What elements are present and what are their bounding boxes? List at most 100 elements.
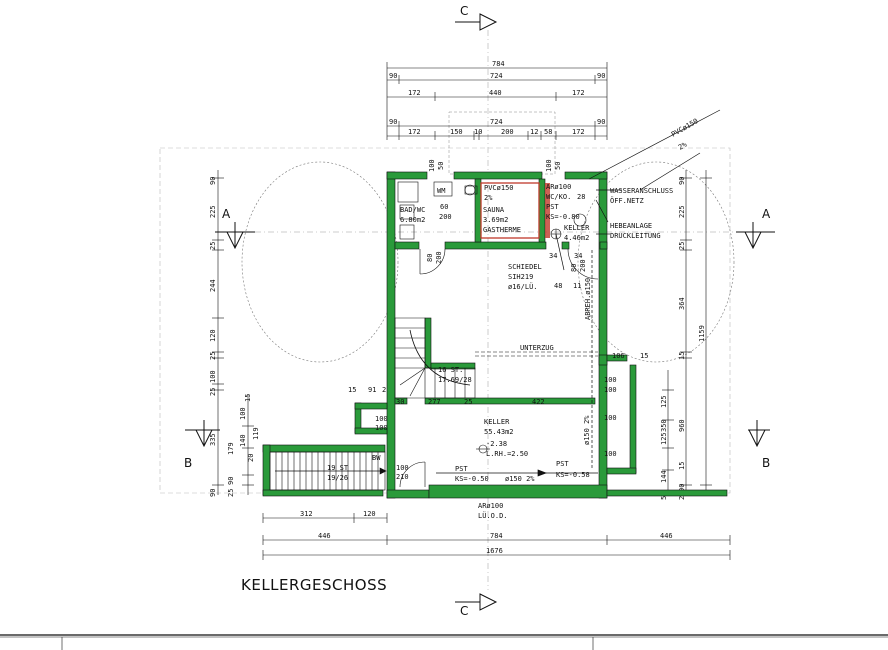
dim-left-7: 25 (209, 388, 217, 396)
label-d100i: 100 (604, 450, 617, 458)
room-keller-small-name: KELLER (564, 224, 590, 232)
room-keller-main-area: 55.43m2 (484, 428, 514, 436)
dim-top-r5-f: 58 (544, 128, 552, 136)
dim-left-s2: 140 (239, 434, 247, 447)
label-d200b: 200 (435, 251, 443, 264)
room-bad-area: 6.80m2 (400, 216, 425, 224)
section-b-left-label: B (184, 456, 192, 470)
dim-left-s1: 15 (244, 394, 252, 402)
section-c-top: C (455, 4, 498, 31)
dim-right-14: 90 (678, 484, 686, 492)
label-d25: 25 (464, 398, 472, 406)
room-keller-small-area: 4.46m2 (564, 234, 589, 242)
dim-top-r5-c: 10 (474, 128, 482, 136)
label-d60: 60 (440, 203, 448, 211)
dim-top-r5-e: 12 (530, 128, 538, 136)
dim-bot-r2-b: 784 (490, 532, 503, 540)
label-d50a: 50 (437, 162, 445, 170)
section-a-left: A (215, 207, 255, 250)
room-keller-main-name: KELLER (484, 418, 510, 426)
label-ks-right: KS=-0.58 (556, 471, 590, 479)
section-a-right-label: A (762, 207, 771, 221)
room-bad-name: BAD/WC (400, 206, 425, 214)
dim-left-0: 90 (209, 177, 217, 185)
label-pvc-top: PVCø150 (670, 117, 700, 139)
label-pvc-inner-slope: 2% (484, 194, 493, 202)
label-d50b: 50 (554, 162, 562, 170)
pipes (436, 109, 721, 477)
dim-top-r4-a: 90 (389, 118, 397, 126)
label-d100g: 100 (604, 386, 617, 394)
dim-bot-total: 1676 (486, 547, 503, 555)
label-d200c: 200 (579, 259, 587, 272)
dim-right-0: 90 (678, 177, 686, 185)
dim-right-4: 15 (678, 352, 686, 360)
dim-left-3: 244 (209, 279, 217, 292)
label-abreh: ABREH.ø150 (584, 278, 592, 320)
inner-stairs (394, 317, 476, 399)
label-ks-top: KS=-0.80 (546, 213, 580, 221)
dim-top-r3-b: 440 (489, 89, 502, 97)
dim-left-5: 25 (209, 352, 217, 360)
label-d100f: 100 (604, 376, 617, 384)
annotations: WM PVCø150 2% PVCø150 2% ARø100 WC/KO. 2… (327, 117, 700, 520)
label-d34: 34 (549, 252, 557, 260)
bottom-dimension-chain (262, 513, 731, 560)
label-bw: BW (372, 454, 381, 462)
label-wm: WM (437, 187, 445, 195)
label-d200: 200 (439, 213, 452, 221)
dim-left-10: 90 (227, 477, 235, 485)
dim-top-r4-b: 724 (490, 118, 503, 126)
label-d100d: 100 (375, 424, 388, 432)
label-stairs-in: 16 ST. (438, 366, 463, 374)
dim-bot-r1-b: 120 (363, 510, 376, 518)
walls (262, 171, 728, 499)
label-d34b: 34 (574, 252, 582, 260)
label-d100h: 100 (604, 414, 617, 422)
dim-right-9: 125 (660, 432, 668, 445)
label-d30: 30 (396, 398, 404, 406)
label-stairs-in2: 17.69/28 (438, 376, 472, 384)
dim-top-r5-g: 172 (572, 128, 585, 136)
room-sauna-name: SAUNA (483, 206, 505, 214)
label-d80b: 80 (570, 264, 578, 272)
label-ar-top: ARø100 (546, 183, 571, 191)
dim-top-r5-b: 150 (450, 128, 463, 136)
dim-left-1: 225 (209, 205, 217, 218)
section-a-left-label: A (222, 207, 231, 221)
label-d422: 422 (532, 398, 545, 406)
dim-right-3: 364 (678, 297, 686, 310)
label-lood: LÜ.O.D. (478, 511, 508, 520)
label-schiedel1: SCHIEDEL (508, 263, 542, 271)
label-stairs-out: 19 ST (327, 464, 349, 472)
label-pipe: ø150 2% (505, 475, 535, 483)
dim-left-12: 90 (209, 489, 217, 497)
label-d277: 277 (428, 398, 441, 406)
dim-left-4: 120 (209, 329, 217, 342)
dim-left-11: 25 (227, 489, 235, 497)
label-schiedel3: ø16/LÜ. (508, 282, 538, 291)
dim-right-8: 960 (678, 419, 686, 432)
dim-left-s4: 119 (252, 427, 260, 440)
label-wcko-val: 28 (577, 193, 585, 201)
label-wasser2: ÖFF.NETZ (610, 196, 644, 205)
label-d2: 2 (382, 386, 386, 394)
dim-right-5: 1159 (698, 325, 706, 342)
dim-left-s0: 100 (239, 407, 247, 420)
label-d100a: 100 (428, 159, 436, 172)
room-keller-main-level2: L.RH.=2.50 (486, 450, 528, 458)
dim-top-r4-c: 90 (597, 118, 605, 126)
page-title: KELLERGESCHOSS (241, 576, 387, 594)
dim-left-6: 100 (209, 370, 217, 383)
label-pst-left: PST (455, 465, 468, 473)
label-d100c: 100 (375, 415, 388, 423)
label-d106: 106 (612, 352, 625, 360)
label-d210: 210 (396, 473, 409, 481)
room-sauna-note: GASTHERME (483, 226, 521, 234)
label-d15b: 15 (640, 352, 648, 360)
section-c-bottom-label: C (460, 604, 468, 618)
dim-right-12: 15 (678, 462, 686, 470)
right-dimension-chain (662, 170, 712, 495)
label-d91: 91 (368, 386, 376, 394)
dim-left-9: 179 (227, 442, 235, 455)
